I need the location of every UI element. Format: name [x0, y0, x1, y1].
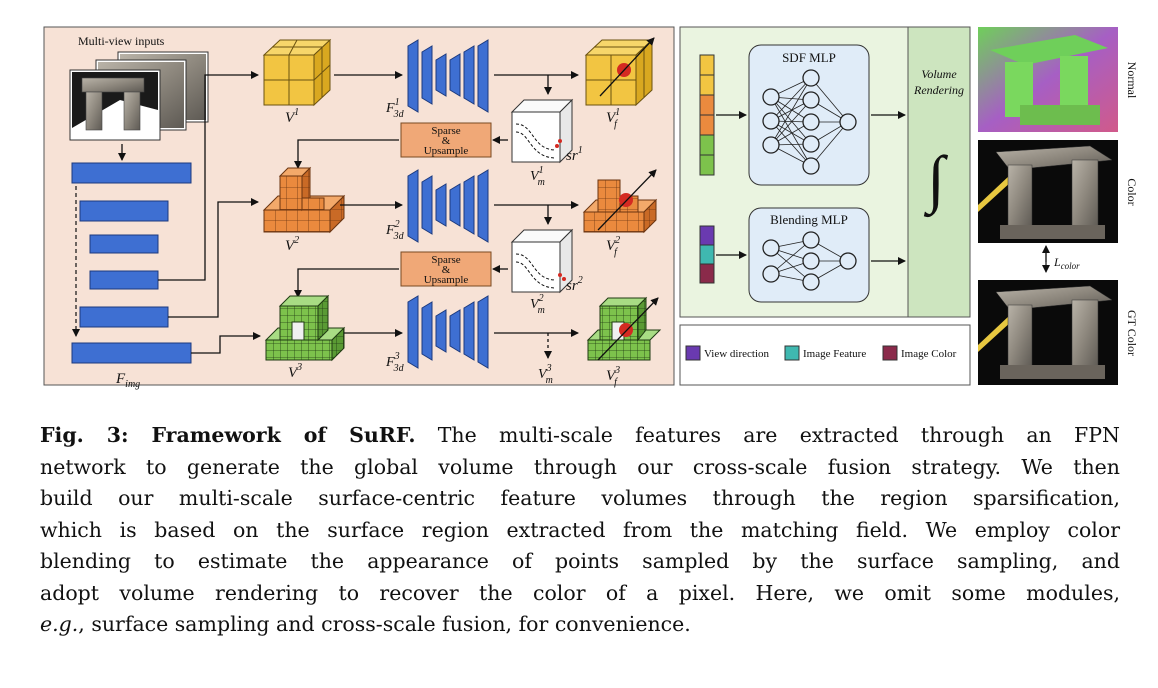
blending-input-stack: [699, 225, 715, 284]
sr1-label: sr1: [566, 145, 583, 164]
volume-v1: [262, 38, 332, 107]
svg-text:Sparse: Sparse: [431, 125, 460, 137]
sparse-upsample-box-1: [400, 122, 492, 158]
caption-line-6: adopt volume rendering to recover the co…: [40, 580, 1120, 605]
fpn-pyramid: [71, 162, 192, 364]
volume-rendering-bar: [907, 26, 971, 318]
matching-field-vm2: [510, 228, 574, 294]
volume-rendering-label-2: Rendering: [913, 83, 964, 97]
volume-v2: [262, 166, 346, 234]
legend-item-image-feature: Image Feature: [784, 345, 866, 361]
legend-item-view-direction: View direction: [685, 345, 770, 361]
side-label-gt-color: GT Color: [1125, 310, 1139, 356]
volume-vf3: [586, 296, 662, 361]
volume-vf1: [584, 37, 655, 107]
l-color-label: Lcolor: [1053, 255, 1080, 271]
v2-label: V2: [285, 235, 299, 254]
figure-caption: Fig. 3: Framework of SuRF. The multi-sca…: [40, 420, 1120, 641]
sr2-label: sr2: [566, 275, 583, 294]
caption-title: Fig. 3: Framework of SuRF.: [40, 423, 416, 447]
svg-text:Upsample: Upsample: [424, 274, 469, 286]
integral-symbol: ∫: [923, 143, 948, 218]
multi-view-images: [69, 51, 209, 141]
svg-text:Upsample: Upsample: [424, 145, 469, 157]
legend-item-image-color: Image Color: [882, 345, 957, 361]
caption-line-3: build our multi-scale surface-centric fe…: [40, 486, 1120, 510]
sdf-mlp-network: [762, 69, 857, 175]
matching-field-vm1: [510, 98, 574, 164]
feature-stack: [699, 54, 715, 176]
volume-rendering-label: Volume: [921, 67, 957, 81]
f-img-label: Fimg: [115, 371, 140, 390]
volume-vf2: [582, 169, 658, 234]
network-f3d-3: [407, 295, 489, 369]
svg-text:View direction: View direction: [704, 348, 770, 360]
blending-mlp-network: [762, 231, 857, 291]
caption-line-4: which is based on the surface region ext…: [40, 517, 1120, 542]
volume-v3: [264, 294, 346, 362]
multi-view-label: Multi-view inputs: [78, 34, 165, 48]
sdf-mlp-label: SDF MLP: [782, 50, 836, 65]
caption-line-7: e.g., surface sampling and cross-scale f…: [40, 612, 691, 636]
gt-color-image: [978, 280, 1118, 385]
v1-label: V1: [285, 107, 299, 126]
svg-text:&: &: [442, 135, 451, 147]
svg-text:Sparse: Sparse: [431, 254, 460, 266]
caption-line-2: network to generate the global volume th…: [40, 454, 1120, 479]
sparse-upsample-box-2: [400, 251, 492, 287]
network-f3d-2: [407, 169, 489, 243]
svg-text:Image Color: Image Color: [901, 348, 957, 360]
normal-map-image: [978, 27, 1118, 132]
legend-box: [679, 324, 971, 386]
svg-text:Image Feature: Image Feature: [803, 348, 866, 360]
color-render-image: [978, 140, 1118, 243]
caption-line-1: Fig. 3: Framework of SuRF. The multi-sca…: [40, 423, 1120, 447]
side-label-normal: Normal: [1125, 62, 1139, 99]
svg-text:&: &: [442, 264, 451, 276]
caption-line-5: blending to estimate the appearance of p…: [40, 549, 1120, 573]
blending-mlp-label: Blending MLP: [770, 212, 848, 227]
framework-figure: Multi-view inputs Fimg: [43, 26, 1139, 390]
network-f3d-1: [407, 39, 489, 113]
v3-label: V3: [288, 362, 302, 381]
side-label-color: Color: [1125, 178, 1139, 205]
